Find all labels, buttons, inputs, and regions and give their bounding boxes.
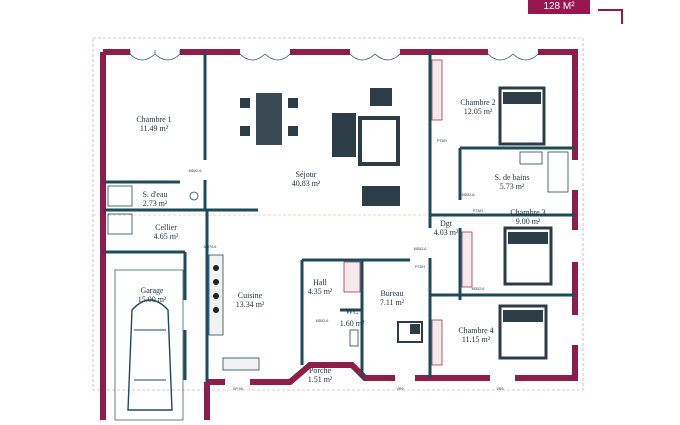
svg-text:P73/H: P73/H xyxy=(437,139,447,143)
beds xyxy=(498,86,553,360)
room-name: WC xyxy=(346,307,359,316)
room-name: S. d'eau xyxy=(143,190,168,199)
room-name: Garage xyxy=(140,286,164,295)
closets xyxy=(343,59,473,366)
room-area: 7.11 m² xyxy=(380,298,405,307)
room-area: 15.00 m² xyxy=(138,295,167,304)
room-labels: Chambre 1 11.49 m² Séjour 40.83 m² Chamb… xyxy=(136,98,545,384)
svg-text:SP 90: SP 90 xyxy=(233,387,243,391)
room-area: 11.15 m² xyxy=(462,335,491,344)
room-area: 11.49 m² xyxy=(140,124,169,133)
room-area: 4.35 m² xyxy=(308,287,333,296)
room-name: Dgt xyxy=(440,219,453,228)
room-area: 40.83 m² xyxy=(292,179,321,188)
svg-text:MD52-6: MD52-6 xyxy=(462,193,475,197)
exterior-walls xyxy=(100,49,578,420)
svg-text:MD52-6: MD52-6 xyxy=(316,319,329,323)
room-area: 12.05 m² xyxy=(464,107,493,116)
room-name: Hall xyxy=(313,278,328,287)
room-name: Bureau xyxy=(380,289,403,298)
svg-text:MD52-6: MD52-6 xyxy=(414,247,427,251)
office-desk xyxy=(397,321,423,343)
svg-text:MD70-6: MD70-6 xyxy=(204,245,217,249)
svg-text:VR6: VR6 xyxy=(497,387,504,391)
interior-walls xyxy=(103,52,575,382)
room-name: Cellier xyxy=(155,223,177,232)
garage-car xyxy=(114,269,184,421)
room-area: 9.00 m² xyxy=(516,217,541,226)
living-furniture xyxy=(332,88,400,206)
bath-fixtures xyxy=(107,151,569,347)
room-name: Chambre 2 xyxy=(460,98,495,107)
room-name: Cuisine xyxy=(238,291,263,300)
room-name: Porche xyxy=(309,366,332,375)
room-area: 1.60 m² xyxy=(340,319,365,328)
room-area: 4.03 m² xyxy=(434,228,459,237)
room-area: 4.65 m² xyxy=(154,232,179,241)
room-area: 5.73 m² xyxy=(500,182,525,191)
window-frames xyxy=(129,50,539,61)
area-badge: 128 M² xyxy=(528,0,590,14)
door-tags: MD52-6 MD70-6 P73/H MD52-6 P73/H MD52-6 … xyxy=(189,139,504,391)
outline-dashed xyxy=(92,37,584,391)
room-area: 2.73 m² xyxy=(143,199,168,208)
svg-text:P73/H: P73/H xyxy=(473,209,483,213)
svg-text:P73/H: P73/H xyxy=(415,265,425,269)
room-name: Séjour xyxy=(296,170,317,179)
room-name: Chambre 1 xyxy=(136,115,171,124)
room-name: Chambre 3 xyxy=(510,208,545,217)
room-name: S. de bains xyxy=(495,173,530,182)
kitchen-counter xyxy=(208,254,260,371)
svg-text:VR6: VR6 xyxy=(397,387,404,391)
svg-text:MD52-6: MD52-6 xyxy=(189,169,202,173)
svg-text:MD52-6: MD52-6 xyxy=(472,287,485,291)
room-area: 13.34 m² xyxy=(236,300,265,309)
room-area: 1.51 m² xyxy=(308,375,333,384)
dining-table xyxy=(240,93,298,145)
corner-marker xyxy=(598,9,623,24)
room-name: Chambre 4 xyxy=(458,326,493,335)
